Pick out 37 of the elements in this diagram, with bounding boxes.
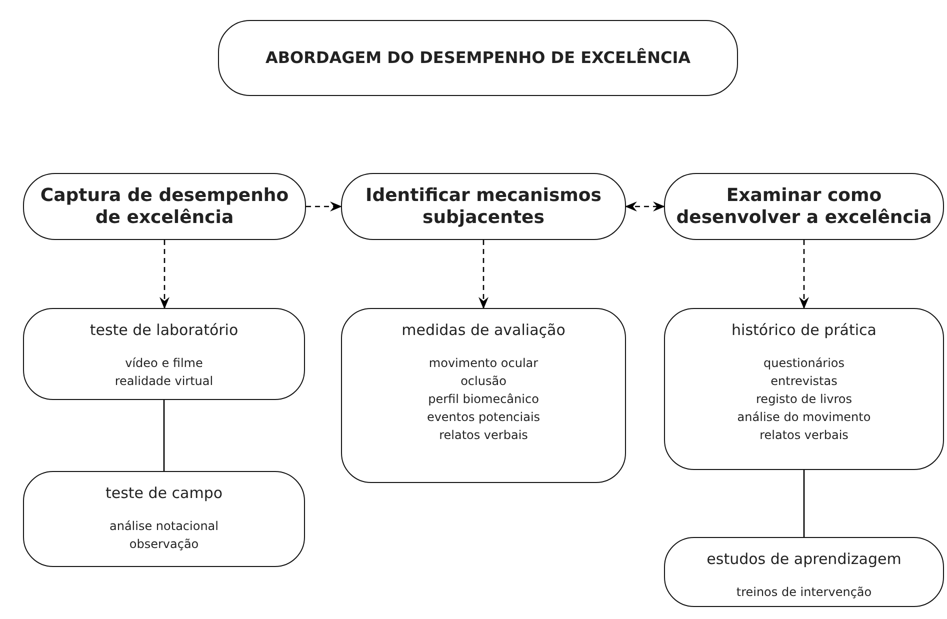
box-heading: teste de campo — [105, 483, 223, 504]
rounded-box — [664, 308, 944, 470]
list-item: observação — [129, 536, 199, 552]
heading-text: Captura de desempenho de excelência — [39, 184, 290, 228]
arrow — [799, 240, 809, 309]
list-item: análise notacional — [109, 518, 218, 534]
list-item: entrevistas — [770, 372, 838, 390]
list-item: movimento ocular — [428, 354, 538, 372]
connector-line — [803, 470, 805, 537]
box-heading: estudos de aprendizagem — [706, 549, 902, 570]
box-heading: medidas de avaliação — [402, 320, 566, 341]
list-item: realidade virtual — [114, 372, 214, 390]
rounded-box — [23, 471, 305, 567]
heading-text: Identificar mecanismos subjacentes — [364, 184, 602, 228]
box-heading: histórico de prática — [732, 320, 876, 341]
list-item: análise do movimento — [737, 408, 871, 426]
list-item: perfil biomecânico — [428, 390, 539, 408]
list-item: questionários — [763, 354, 845, 372]
title-text: ABORDAGEM DO DESEMPENHO DE EXCELÊNCIA — [265, 47, 691, 69]
list-item: treinos de intervenção — [736, 584, 872, 600]
rounded-box — [664, 537, 944, 607]
arrow — [478, 240, 488, 309]
list-item: vídeo e filme — [125, 354, 203, 372]
title-box — [218, 20, 738, 96]
list-item: relatos verbais — [760, 426, 848, 444]
arrow — [625, 202, 665, 212]
heading-text: Examinar como desenvolver a excelência — [675, 184, 933, 228]
arrow — [306, 202, 342, 212]
rounded-box — [23, 308, 305, 400]
list-item: relatos verbais — [439, 426, 528, 444]
arrow — [160, 240, 170, 309]
rounded-box — [341, 308, 626, 483]
list-item: eventos potenciais — [426, 408, 540, 426]
connector-line — [163, 400, 165, 471]
list-item: registo de livros — [756, 390, 852, 408]
list-item: oclusão — [460, 372, 506, 390]
box-heading: teste de laboratório — [90, 320, 238, 341]
